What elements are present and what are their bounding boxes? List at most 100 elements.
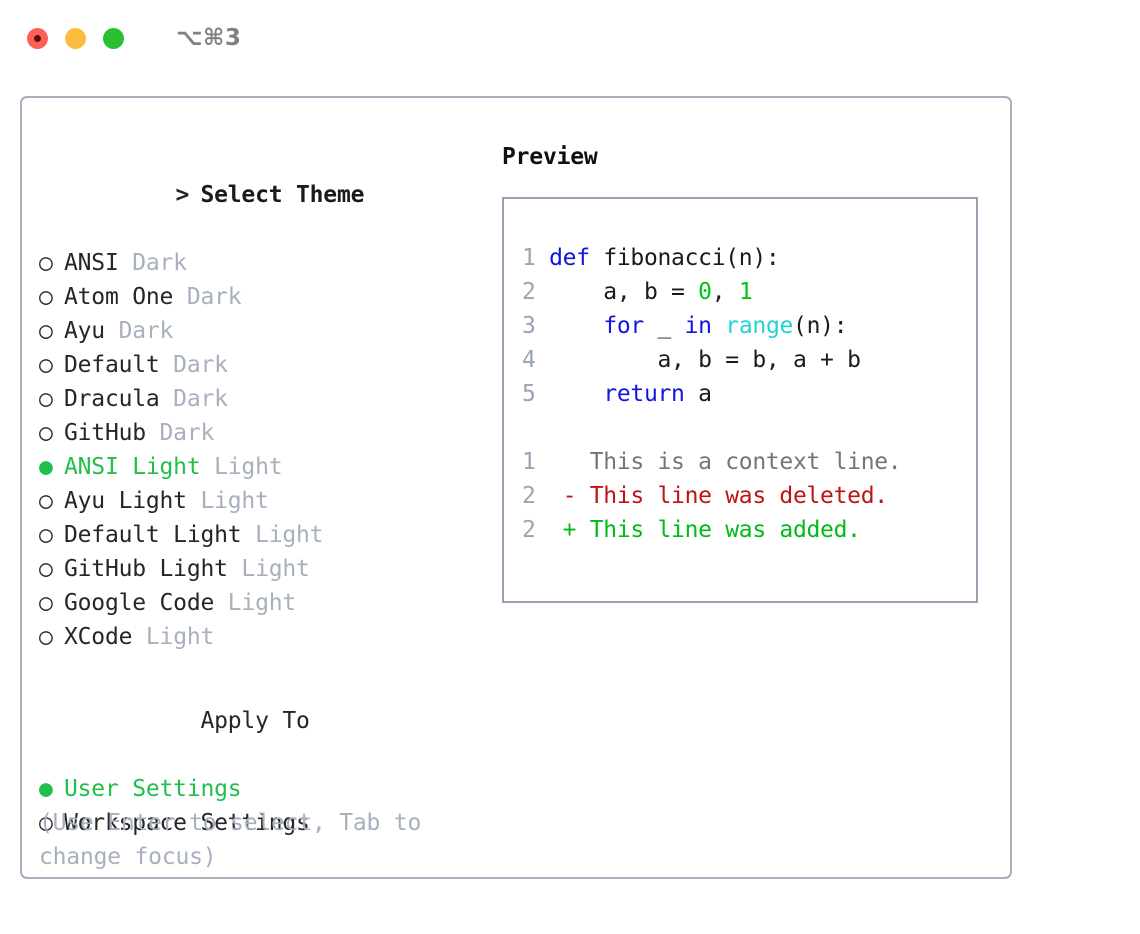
theme-option-github[interactable]: ○ GitHub Dark bbox=[39, 416, 479, 450]
maximize-button[interactable] bbox=[103, 27, 124, 49]
theme-option-label: ANSI bbox=[64, 250, 119, 276]
theme-option-variant: Light bbox=[200, 454, 283, 480]
radio-unselected-icon: ○ bbox=[39, 318, 53, 344]
radio-selected-icon: ● bbox=[39, 776, 53, 802]
theme-option-ansi-light[interactable]: ●ANSI Light Light bbox=[39, 450, 479, 484]
apply-to-option-label: Workspace Settings bbox=[64, 810, 310, 836]
theme-option-label: Atom One bbox=[64, 284, 174, 310]
radio-unselected-icon: ○ bbox=[39, 556, 53, 582]
theme-list-header-label: Select Theme bbox=[200, 182, 365, 208]
theme-option-variant: Light bbox=[227, 556, 310, 582]
code-token-num: 0 bbox=[698, 279, 712, 305]
code-token-kw: for bbox=[603, 313, 644, 339]
radio-unselected-icon: ○ bbox=[39, 420, 53, 446]
code-line: 3 for _ in range(n): bbox=[522, 309, 861, 343]
theme-option-atom-one[interactable]: ○ Atom One Dark bbox=[39, 280, 479, 314]
radio-unselected-icon: ○ bbox=[39, 250, 53, 276]
keyboard-hint-text: (Use Enter to select, Tab to change focu… bbox=[39, 810, 422, 870]
theme-option-ansi[interactable]: ○ANSI Dark bbox=[39, 246, 479, 280]
theme-option-variant: Light bbox=[132, 624, 215, 650]
theme-option-label: Google Code bbox=[64, 590, 215, 616]
theme-option-label: GitHub bbox=[64, 420, 146, 446]
theme-option-variant: Light bbox=[241, 522, 324, 548]
code-token-plain: , bbox=[711, 279, 739, 305]
code-token-plain: a bbox=[684, 381, 712, 407]
diff-line-number: 1 bbox=[522, 449, 563, 475]
code-token-plain bbox=[549, 381, 603, 407]
theme-option-dracula[interactable]: ○Dracula Dark bbox=[39, 382, 479, 416]
code-line-number: 2 bbox=[522, 279, 550, 305]
apply-to-options: ● User Settings ○ Workspace Settings bbox=[39, 772, 479, 840]
code-line: 5 return a bbox=[522, 377, 861, 411]
code-token-kw: return bbox=[603, 381, 685, 407]
diff-line-del: 2 - This line was deleted. bbox=[522, 479, 901, 513]
code-line-number: 3 bbox=[522, 313, 550, 339]
code-line-number: 5 bbox=[522, 381, 550, 407]
theme-option-variant: Light bbox=[214, 590, 297, 616]
theme-option-github-light[interactable]: ○ GitHub Light Light bbox=[39, 552, 479, 586]
diff-line-add: 2 + This line was added. bbox=[522, 513, 901, 547]
radio-unselected-icon: ○ bbox=[39, 590, 53, 616]
minimize-button[interactable] bbox=[65, 27, 86, 49]
code-line: 1 def fibonacci(n): bbox=[522, 241, 861, 275]
code-token-plain: (n): bbox=[793, 313, 848, 339]
close-button[interactable] bbox=[27, 27, 48, 49]
radio-unselected-icon: ○ bbox=[39, 284, 53, 310]
preview-title: Preview bbox=[502, 144, 598, 170]
window-controls bbox=[27, 27, 124, 49]
theme-option-label: Dracula bbox=[64, 386, 160, 412]
radio-unselected-icon: ○ bbox=[39, 488, 53, 514]
apply-to-header: Apply To bbox=[39, 670, 479, 772]
theme-option-google-code[interactable]: ○ Google Code Light bbox=[39, 586, 479, 620]
theme-option-default-light[interactable]: ○Default Light Light bbox=[39, 518, 479, 552]
title-bar: ⌥⌘3 bbox=[0, 0, 1140, 76]
code-line-number: 4 bbox=[522, 347, 550, 373]
code-line-number: 1 bbox=[522, 245, 550, 271]
theme-option-label: Ayu Light bbox=[64, 488, 187, 514]
code-line: 4 a, b = b, a + b bbox=[522, 343, 861, 377]
diff-line-ctx: 1 This is a context line. bbox=[522, 445, 902, 479]
preview-column: Preview 1 def fibonacci(n):2 a, b = 0, 1… bbox=[502, 144, 992, 603]
theme-list-header: > Select Theme bbox=[39, 144, 479, 246]
theme-option-variant: Dark bbox=[145, 420, 215, 446]
theme-option-default[interactable]: ○Default Dark bbox=[39, 348, 479, 382]
radio-unselected-icon: ○ bbox=[39, 522, 53, 548]
radio-unselected-icon: ○ bbox=[39, 624, 53, 650]
theme-option-label: GitHub Light bbox=[64, 556, 228, 582]
theme-option-ayu[interactable]: ○Ayu Dark bbox=[39, 314, 479, 348]
window-title: ⌥⌘3 bbox=[176, 25, 242, 51]
theme-option-variant: Dark bbox=[104, 318, 174, 344]
theme-option-variant: Light bbox=[186, 488, 269, 514]
theme-option-xcode[interactable]: ○XCode Light bbox=[39, 620, 479, 654]
radio-unselected-icon: ○ bbox=[39, 810, 53, 836]
theme-option-variant: Dark bbox=[159, 386, 228, 412]
apply-to-option-workspace-settings[interactable]: ○ Workspace Settings bbox=[39, 806, 479, 840]
apply-to-section: Apply To ● User Settings ○ Workspace Settin… bbox=[39, 670, 479, 840]
radio-selected-icon: ● bbox=[39, 454, 53, 480]
theme-option-variant: Dark bbox=[159, 352, 228, 378]
theme-option-variant: Dark bbox=[173, 284, 242, 310]
code-token-kw: def bbox=[549, 245, 590, 271]
code-token-plain bbox=[549, 313, 603, 339]
theme-selector-list: >Select Theme ○ANSI Dark○Atom One Dark○A… bbox=[39, 144, 479, 654]
columns-layout: >Select Theme ○ANSI Dark○Atom One Dark○A… bbox=[22, 98, 1010, 877]
code-token-plain: a, b = b, a + b bbox=[549, 347, 861, 373]
diff-line-body: + This line was added. bbox=[562, 517, 861, 543]
apply-to-option-user-settings[interactable]: ● User Settings bbox=[39, 772, 479, 806]
close-icon bbox=[34, 34, 41, 42]
diff-line-number: 2 bbox=[522, 483, 563, 509]
apply-to-header-label: Apply To bbox=[200, 708, 310, 734]
app-frame: >Select Theme ○ANSI Dark○Atom One Dark○A… bbox=[20, 96, 1012, 879]
code-token-plain: a, b = bbox=[549, 279, 699, 305]
apply-to-option-label: User Settings bbox=[64, 776, 242, 802]
code-token-plain bbox=[712, 313, 726, 339]
theme-option-ayu-light[interactable]: ○ Ayu Light Light bbox=[39, 484, 479, 518]
theme-option-label: Default bbox=[64, 352, 160, 378]
code-line: 2 a, b = 0, 1 bbox=[522, 275, 861, 309]
cursor-caret-icon: > bbox=[175, 182, 190, 208]
diff-line-number: 2 bbox=[522, 517, 563, 543]
code-token-kw: in bbox=[684, 313, 712, 339]
